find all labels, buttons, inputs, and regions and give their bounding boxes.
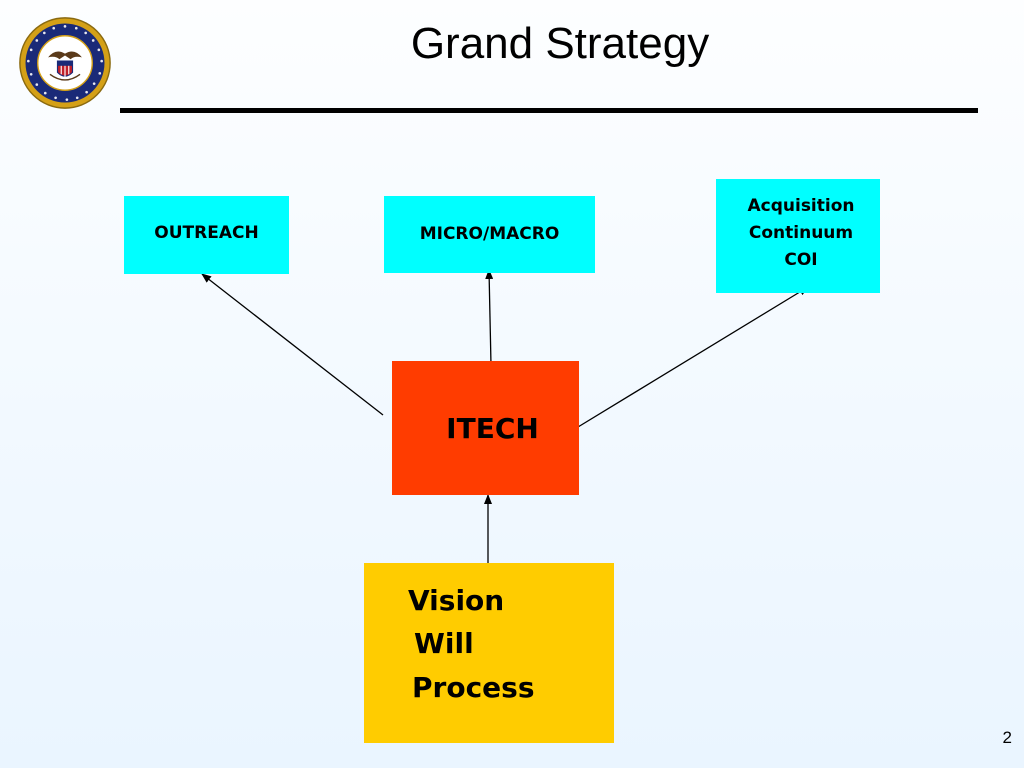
vision-will-process-box: Vision Will Process <box>364 563 614 743</box>
acquisition-line-3: COI <box>784 250 818 271</box>
page-title: Grand Strategy <box>410 19 710 68</box>
micro-macro-box: MICRO/MACRO <box>384 196 595 273</box>
navy-seal-icon <box>19 17 111 109</box>
outreach-box: OUTREACH <box>124 196 289 274</box>
acquisition-continuum-box: Acquisition Continuum COI <box>716 179 880 293</box>
itech-box: ITECH <box>392 361 579 495</box>
title-divider <box>120 108 978 113</box>
vision-label: Vision <box>408 584 505 617</box>
page-number: 2 <box>1002 728 1012 747</box>
acquisition-line-1: Acquisition <box>747 196 855 216</box>
arrow-itech-to-acquisition <box>577 286 809 428</box>
process-label: Process <box>412 670 535 704</box>
arrow-itech-to-micro-macro <box>485 269 494 366</box>
itech-label: ITECH <box>446 411 539 445</box>
outreach-label: OUTREACH <box>154 223 259 243</box>
acquisition-line-2: Continuum <box>748 223 854 244</box>
will-label: Will <box>414 627 474 661</box>
arrow-itech-to-outreach <box>201 273 384 416</box>
micro-macro-label: MICRO/MACRO <box>419 224 560 244</box>
